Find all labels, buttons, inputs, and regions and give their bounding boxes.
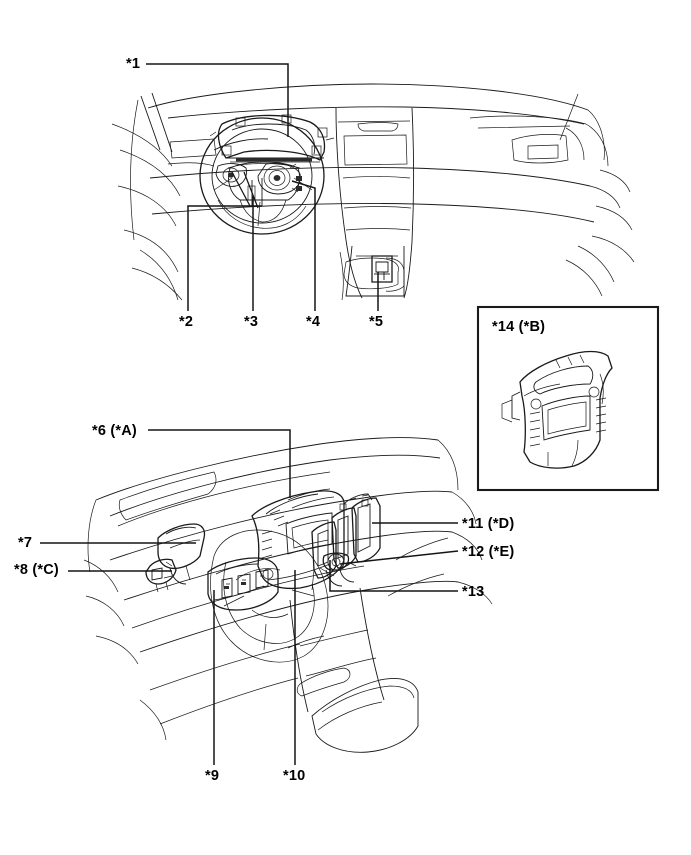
callout-5: *5 [369,314,384,330]
callout-7: *7 [18,535,33,551]
lower-leaders [40,429,459,765]
callout-10: *10 [283,768,306,784]
callout-9: *9 [205,768,220,784]
upper-figure-artwork [111,63,635,311]
steering-wheel [199,117,325,235]
callout-2: *2 [179,314,194,330]
instrument-cluster-hood [209,114,335,169]
callout-1: *1 [126,56,141,72]
callout-3: *3 [244,314,259,330]
inset-figure-artwork [476,305,660,492]
column-connector [145,558,177,593]
center-cluster-panel [501,350,613,469]
lower-steering-wheel [210,529,329,663]
column-switch-assembly [207,557,279,611]
lower-figure-artwork [40,429,493,765]
callout-6: *6 (*A) [92,423,137,439]
callout-4: *4 [306,314,321,330]
callout-8: *8 (*C) [14,562,59,578]
callout-13: *13 [462,584,485,600]
upper-leaders [146,63,379,311]
callout-11: *11 (*D) [462,516,515,532]
callout-14: *14 (*B) [492,319,546,335]
callout-12: *12 (*E) [462,544,515,560]
